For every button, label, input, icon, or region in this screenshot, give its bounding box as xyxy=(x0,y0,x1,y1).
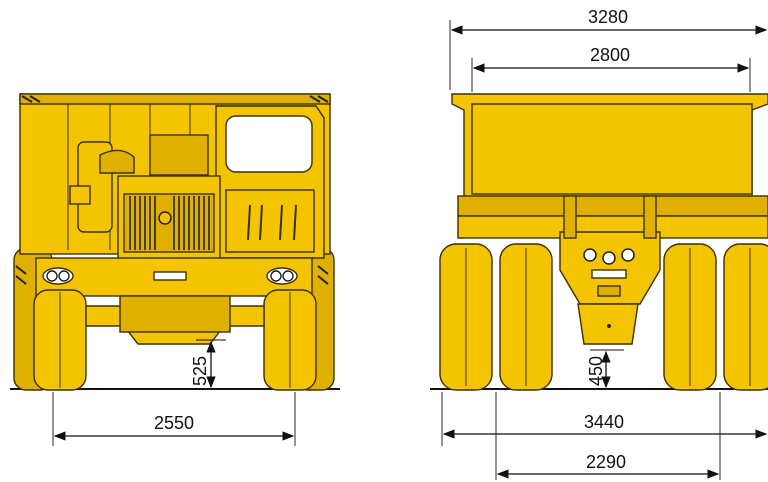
front-left-stripe xyxy=(15,265,27,285)
rear-ground-clearance-dimension: 450 xyxy=(586,349,624,389)
front-track-width-label: 2550 xyxy=(154,413,194,433)
rear-tailgate-panel xyxy=(471,103,753,195)
rear-right-strut xyxy=(643,195,657,239)
rear-overall-width-label: 3280 xyxy=(588,7,628,27)
rear-tail-lights xyxy=(583,248,635,265)
rear-view: 3280 2800 xyxy=(430,7,768,480)
rear-body-beam xyxy=(457,195,768,217)
rear-differential xyxy=(577,303,639,345)
front-tow-slot xyxy=(153,271,187,281)
rear-hitch-assembly xyxy=(559,231,661,305)
front-ground-clearance-dimension: 525 xyxy=(190,339,226,389)
front-cab-window xyxy=(225,115,313,173)
front-cab-door-slots xyxy=(247,204,297,241)
rear-wheel-outer-width-label: 3440 xyxy=(584,412,624,432)
front-headlights-right xyxy=(266,267,298,285)
front-differential xyxy=(119,295,231,333)
rear-wheel-grooves xyxy=(465,248,751,386)
rear-body-width-label: 2800 xyxy=(590,45,630,65)
rear-plate-slot xyxy=(591,269,627,279)
front-track-width-dimension: 2550 xyxy=(52,392,296,446)
rear-body-width-dimension: 2800 xyxy=(471,45,751,92)
front-engine-box xyxy=(69,185,91,205)
rear-right-outer-wheel xyxy=(723,243,768,391)
front-headlights-left xyxy=(42,267,74,285)
front-bed-rim xyxy=(19,93,331,105)
rear-track-width-label: 2290 xyxy=(586,452,626,472)
front-ground-clearance-label: 525 xyxy=(190,356,210,386)
front-hazard-stripes xyxy=(21,95,329,103)
front-engine-block xyxy=(149,134,209,176)
front-right-stripe xyxy=(317,265,329,285)
rear-drain-plug xyxy=(607,324,611,328)
rear-left-strut xyxy=(563,195,577,239)
rear-track-width-dimension: 2290 xyxy=(495,392,721,480)
front-view: 525 2550 xyxy=(10,93,340,446)
front-radiator-grille xyxy=(123,193,215,253)
rear-ground-clearance-label: 450 xyxy=(586,356,606,386)
front-cab-door-panel xyxy=(225,189,315,253)
front-engine-pipe xyxy=(99,149,135,174)
rear-tow-hook xyxy=(597,285,621,297)
rear-wheel-outer-width-dimension: 3440 xyxy=(441,392,768,446)
rear-overall-width-dimension: 3280 xyxy=(449,7,768,90)
